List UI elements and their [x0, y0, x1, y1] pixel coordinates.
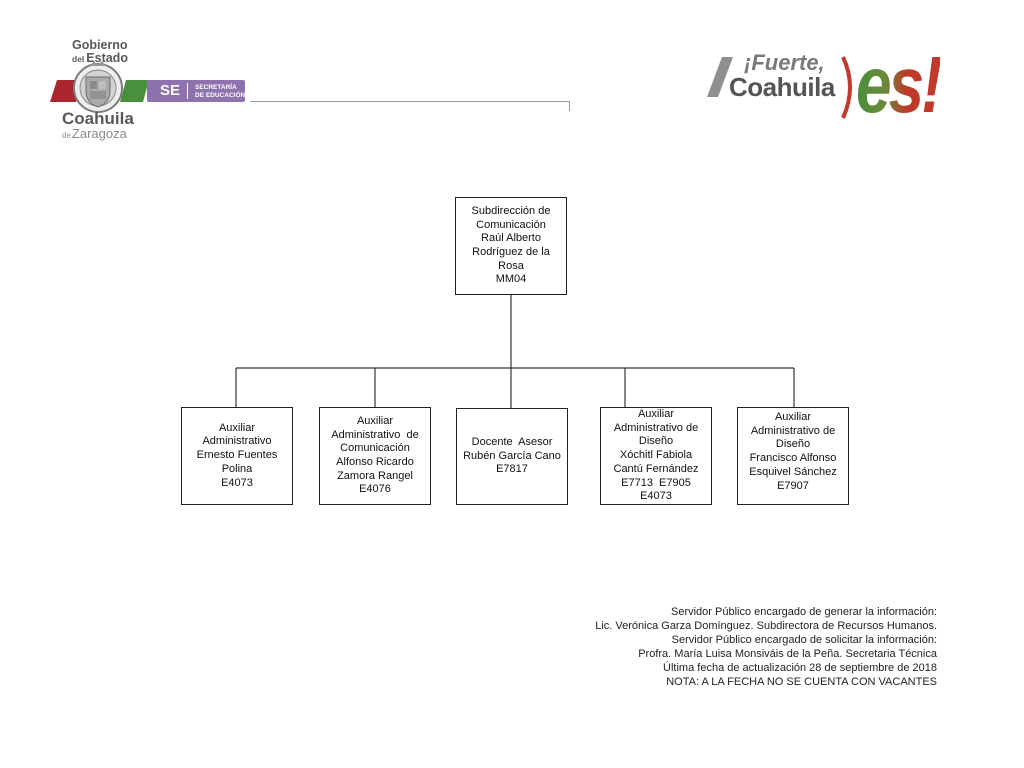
- slogan-fuerte-text: ¡Fuerte,: [744, 50, 825, 75]
- node-text-line: Raúl Alberto: [481, 232, 541, 245]
- node-text-line: Administrativo: [202, 435, 272, 448]
- node-text-line: Esquivel Sánchez: [749, 465, 837, 478]
- se-divider: [187, 83, 188, 99]
- fuerte-coahuila-es-logo: [700, 40, 960, 135]
- footer-line: Servidor Público encargado de solicitar …: [671, 634, 937, 646]
- node-text-line: Auxiliar: [774, 411, 812, 423]
- node-text-line: Rubén García Cano: [463, 449, 561, 462]
- parenthesis-mark-icon: [841, 56, 852, 119]
- node-text-line: E4076: [359, 483, 391, 496]
- logo-gobierno-text: Gobierno: [72, 38, 128, 52]
- logo-de-zaragoza-text: deZaragoza: [62, 127, 127, 143]
- node-text-line: Administrativo de: [613, 421, 699, 434]
- node-text-line: Diseño: [775, 438, 811, 451]
- state-flag-seal-graphic: [50, 61, 149, 113]
- node-text-line: Zamora Rangel: [337, 469, 413, 482]
- logo-del-text: del: [72, 54, 85, 64]
- slogan-coahuila-text: Coahuila: [729, 72, 835, 102]
- node-text-line: Rosa: [498, 259, 524, 272]
- information-footer: Servidor Público encargado de generar la…: [400, 605, 937, 689]
- node-text-line: Administrativo de: [750, 424, 836, 437]
- org-node-auxiliar-administrativo-diseno-1: Auxiliar Administrativo de Diseño Xóchit…: [600, 407, 712, 505]
- node-text-line: E7817: [496, 463, 528, 476]
- node-text-line: Administrativo de: [331, 428, 419, 441]
- logo-zaragoza-text: Zaragoza: [71, 126, 127, 141]
- footer-line: Lic. Verónica Garza Domínguez. Subdirect…: [595, 620, 937, 632]
- node-text-line: Comunicación: [476, 218, 546, 231]
- flag-green-band: [120, 80, 149, 102]
- footer-line: Servidor Público encargado de generar la…: [671, 606, 937, 618]
- se-line-2: DE EDUCACIÓN: [195, 91, 246, 99]
- org-node-auxiliar-administrativo-diseno-2: Auxiliar Administrativo de Diseño Franci…: [737, 407, 849, 505]
- slash-mark-icon: [707, 57, 733, 97]
- slogan-es-text: es!: [856, 39, 942, 130]
- footer-line: Profra. María Luisa Monsiváis de la Peña…: [638, 648, 937, 660]
- node-text-line: Docente Asesor: [471, 435, 553, 448]
- logo-coahuila-text: Coahuila: [62, 109, 134, 128]
- node-text-line: E7907: [777, 479, 809, 492]
- node-text-line: E4073: [640, 490, 672, 503]
- org-node-docente-asesor: Docente Asesor Rubén García Cano E7817: [456, 408, 568, 505]
- logo-de-text: de: [62, 131, 71, 140]
- header-divider-tick: [569, 101, 570, 111]
- node-text-line: Francisco Alfonso: [749, 452, 837, 465]
- logo-estado-text: Estado: [86, 51, 128, 65]
- header-divider-line: [250, 101, 570, 102]
- state-seal-icon: [73, 61, 123, 113]
- node-text-line: Polina: [221, 462, 253, 475]
- se-line-1: SECRETARÍA: [195, 84, 237, 91]
- node-text-line: E4073: [221, 476, 253, 489]
- node-text-line: Ernesto Fuentes: [196, 449, 278, 462]
- se-full-name: SECRETARÍA DE EDUCACIÓN: [195, 84, 245, 99]
- secretaria-educacion-badge: SE SECRETARÍA DE EDUCACIÓN: [147, 80, 245, 102]
- node-text-line: Auxiliar: [218, 421, 256, 434]
- node-text-line: E7713 E7905: [621, 476, 691, 489]
- footer-line: Última fecha de actualización 28 de sept…: [663, 662, 937, 674]
- node-text-line: Xóchitl Fabiola: [619, 449, 693, 462]
- org-node-auxiliar-administrativo-comunicacion: Auxiliar Administrativo de Comunicación …: [319, 407, 431, 505]
- node-text-line: Subdirección de: [471, 204, 551, 217]
- org-node-auxiliar-administrativo: Auxiliar Administrativo Ernesto Fuentes …: [181, 407, 293, 505]
- node-text-line: Auxiliar: [637, 408, 675, 421]
- node-text-line: Auxiliar: [356, 414, 394, 427]
- footer-line: NOTA: A LA FECHA NO SE CUENTA CON VACANT…: [666, 676, 937, 688]
- node-text-line: Rodríguez de la: [472, 246, 550, 258]
- node-text-line: MM04: [495, 273, 527, 286]
- node-text-line: Alfonso Ricardo: [336, 456, 414, 468]
- node-text-line: Cantú Fernández: [613, 462, 699, 475]
- se-abbreviation: SE: [160, 82, 181, 99]
- node-text-line: Comunicación: [340, 442, 410, 455]
- org-node-subdireccion-comunicacion: Subdirección de Comunicación Raúl Albert…: [455, 197, 567, 295]
- node-text-line: Diseño: [638, 435, 674, 448]
